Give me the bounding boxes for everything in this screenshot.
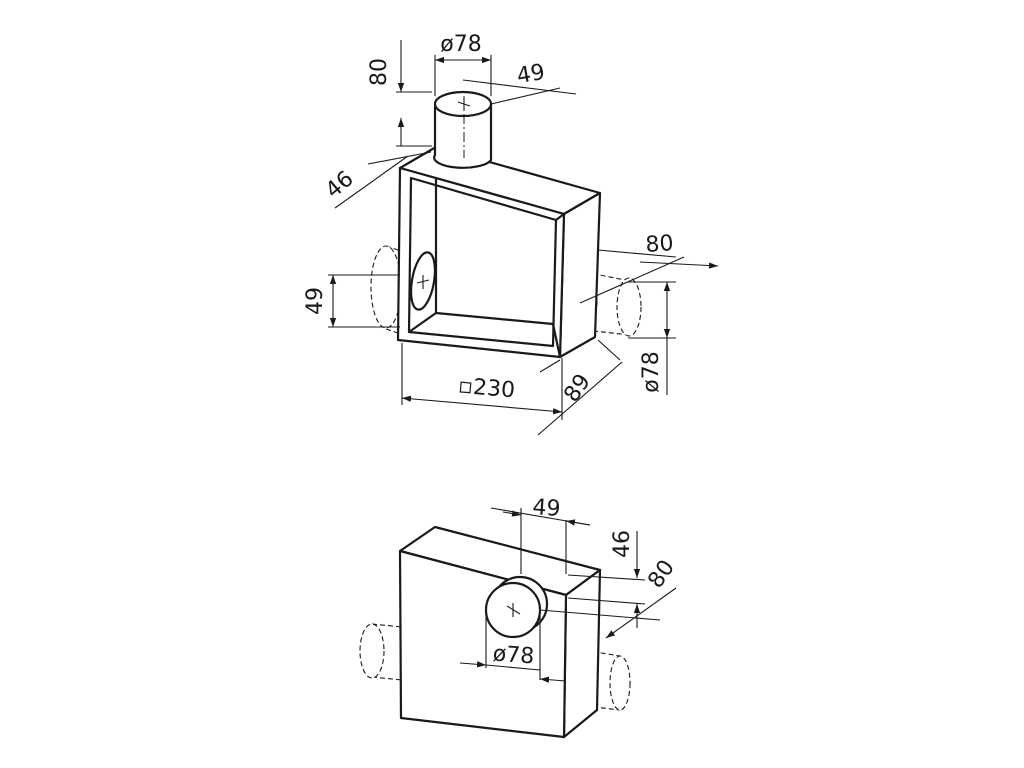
top-view: ø78 49 80 46 80 49 ▫230 89 ø78 (303, 32, 719, 436)
dim-right-length: 80 (645, 231, 675, 258)
dim-depth: 89 (559, 370, 596, 407)
bottom-view-dimension-lines (459, 507, 677, 683)
dim-right-dia: ø78 (639, 351, 664, 392)
top-view-dimension-text: ø78 49 80 46 80 49 ▫230 89 ø78 (303, 32, 674, 407)
dim-dia-2: ø78 (492, 642, 535, 670)
top-view-dimension-lines (328, 40, 719, 436)
dim-pipe-offset: 49 (515, 60, 547, 89)
dim-length-2: 80 (643, 556, 680, 593)
open-box (396, 145, 602, 359)
top-pipe (433, 90, 493, 169)
bottom-view: 49 46 80 ø78 (359, 495, 680, 739)
dim-width: ▫230 (457, 374, 516, 404)
dim-pipe-dia: ø78 (440, 32, 481, 57)
left-hidden-pipe (370, 245, 402, 335)
dim-offset-2: 49 (532, 495, 562, 522)
left-wall-opening (409, 251, 437, 311)
front-pipe (484, 575, 549, 639)
dim-left-offset: 49 (303, 287, 328, 315)
left-hidden-pipe-2 (359, 623, 403, 681)
dim-pipe-height: 80 (367, 58, 392, 86)
dim-depth-2: 46 (610, 530, 635, 558)
dim-pipe-depth: 46 (321, 166, 359, 203)
